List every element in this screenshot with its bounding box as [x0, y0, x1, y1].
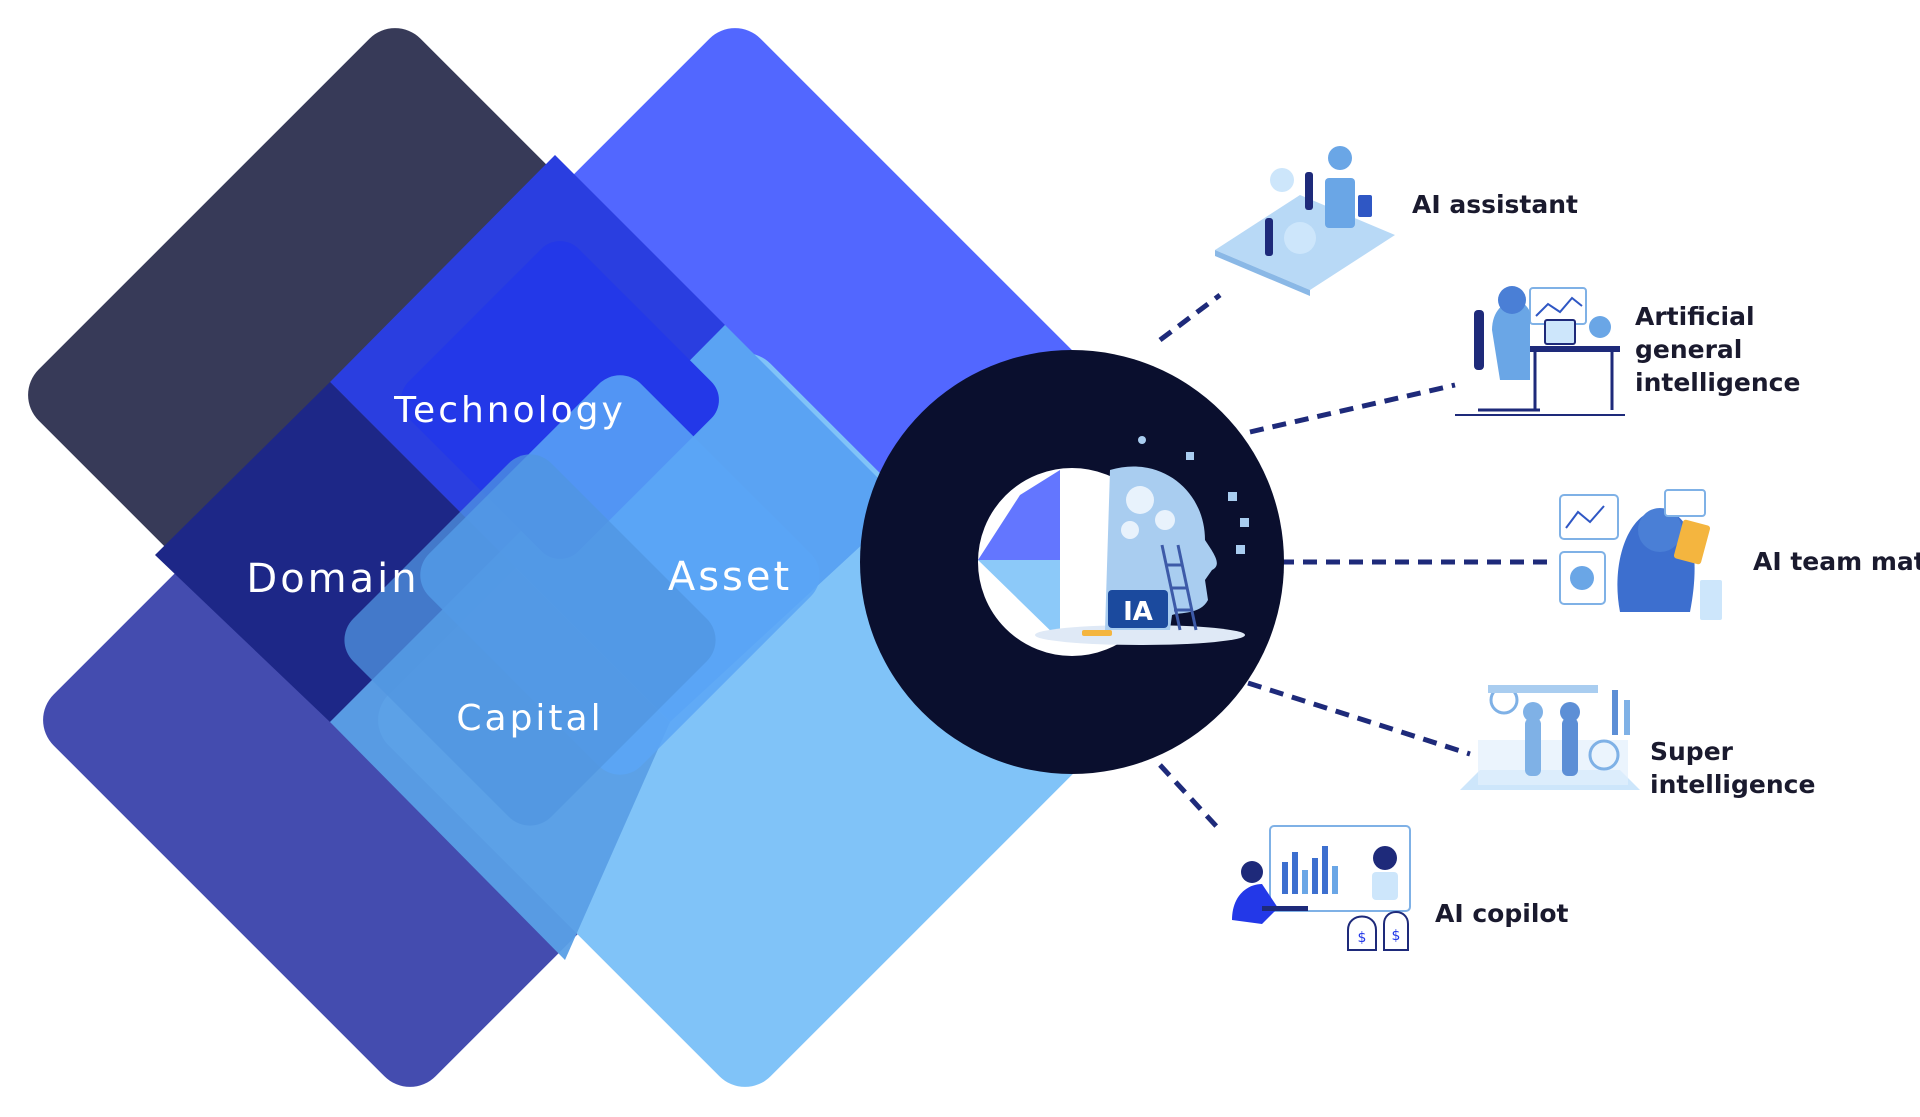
illustration-agi: [1455, 286, 1625, 416]
connector-ai-copilot: [1158, 763, 1220, 830]
output-label-ai-team-mate: AI team mate: [1753, 547, 1920, 576]
connector-agi: [1249, 382, 1456, 435]
output-label-ai-assistant: AI assistant: [1412, 190, 1578, 219]
central-hub: IA: [860, 350, 1284, 774]
capital-tile: [344, 454, 716, 826]
illustration-super-intelligence: [1460, 685, 1640, 790]
output-label-super-intelligence: Super intelligence: [1650, 737, 1815, 799]
svg-text:$: $: [1358, 930, 1367, 946]
ia-badge-text: IA: [1123, 597, 1153, 627]
svg-text:$: $: [1392, 928, 1401, 944]
connector-super-intelligence: [1247, 680, 1471, 757]
output-label-agi: Artificial general intelligence: [1635, 302, 1800, 397]
pillar-label-asset: Asset: [668, 554, 792, 600]
connector-ai-assistant: [1158, 293, 1222, 342]
illustration-ai-team-mate: [1559, 489, 1722, 620]
illustration-ai-assistant: [1215, 146, 1395, 296]
connector-lines: [1158, 293, 1550, 830]
pillar-label-domain: Domain: [246, 556, 419, 602]
ia-badge: [1108, 590, 1168, 628]
output-label-ai-copilot: AI copilot: [1435, 899, 1569, 928]
illustration-ai-copilot: $ $: [1232, 825, 1411, 951]
pillar-label-capital: Capital: [456, 698, 603, 739]
pillar-label-technology: Technology: [393, 390, 626, 431]
diamond-cluster: [28, 28, 1112, 1087]
ai-head-illustration: IA: [1035, 436, 1249, 645]
